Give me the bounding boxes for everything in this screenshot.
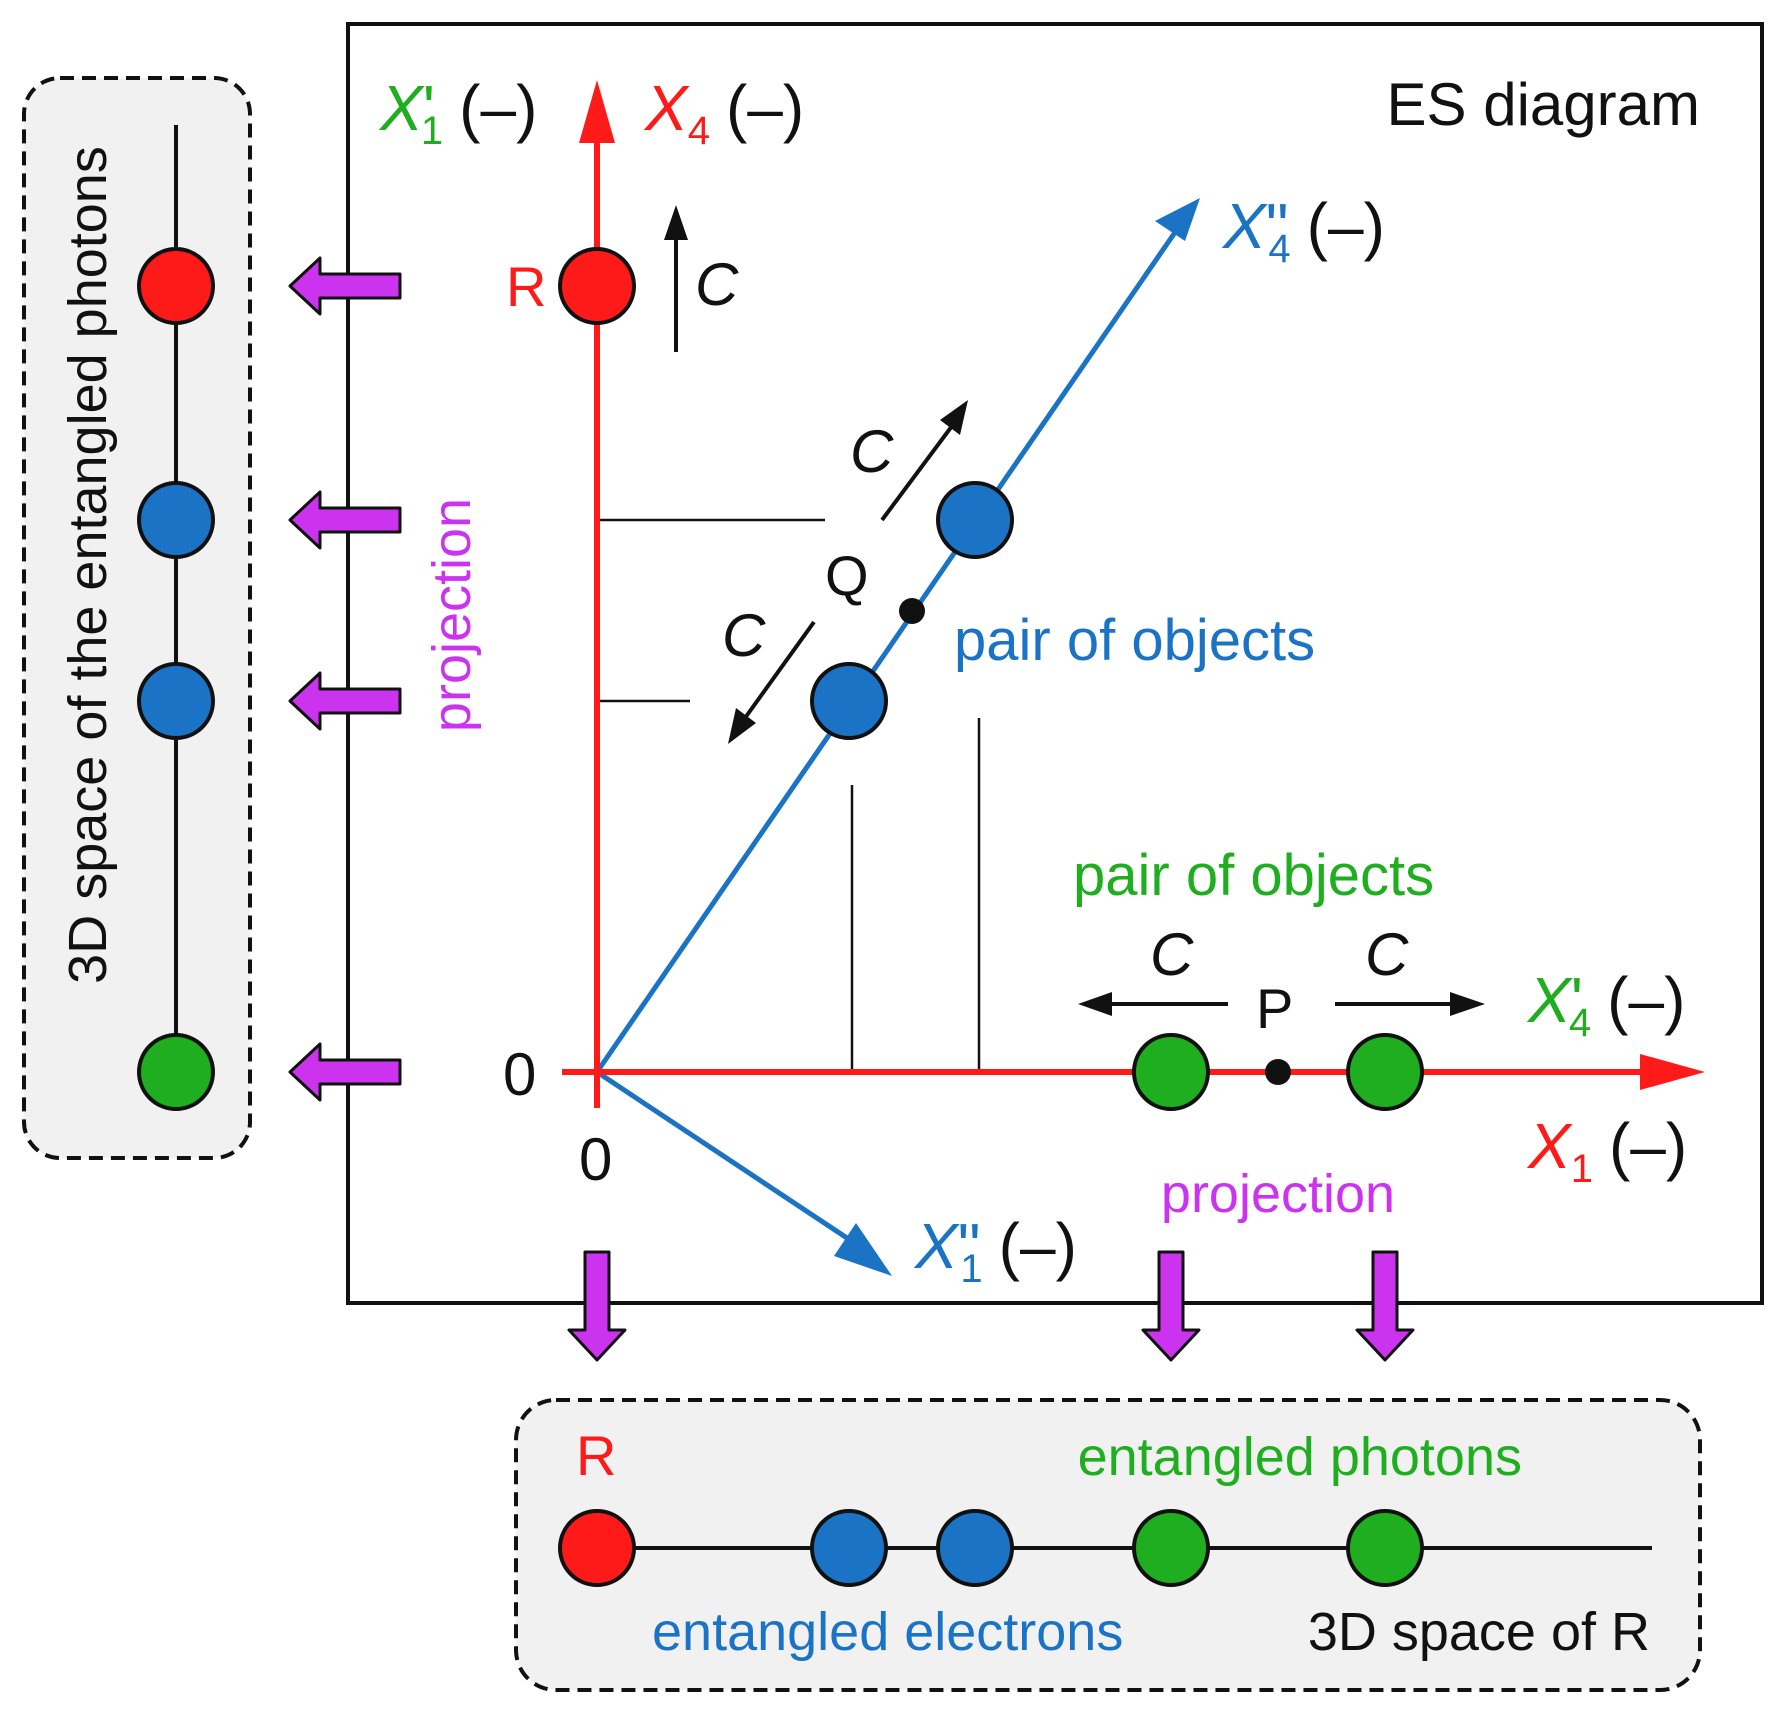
diagram-frame [346,22,1764,1305]
arrow-q-up-right [880,400,968,522]
projection-guides [600,518,981,1072]
label-c-q-lower: C [722,602,766,669]
point-q-dot [899,598,925,624]
axis-label-x1-double-prime: X"1(–) [913,1210,1077,1291]
bottom-panel-green-left-object [1132,1509,1210,1587]
object-green-right [1346,1033,1424,1111]
bottom-panel-blue-right-object [936,1509,1014,1587]
axis-label-x4-double-prime: X"4(–) [1221,190,1385,271]
left-panel-blue-lower-object [137,662,215,740]
object-r [558,247,636,325]
origin-label-y: 0 [503,1041,536,1108]
arrow-q-down-left [728,620,816,744]
label-c-q-upper: C [850,418,894,485]
object-blue-upper [936,481,1014,559]
bottom-panel-electrons-label: entangled electrons [652,1602,1123,1662]
left-panel-blue-upper-object [137,481,215,559]
arrow-p-left [1078,992,1228,1016]
axis-x4-double-prime [594,198,1200,1074]
axis-x4 [579,80,615,1108]
bottom-panel-green-right-object [1346,1509,1424,1587]
left-panel: 3D space of the entangled photons [22,76,252,1160]
label-c-p-left: C [1150,921,1194,988]
pair-label-green: pair of objects [1073,843,1434,908]
label-c-p-right: C [1365,921,1409,988]
pair-label-blue: pair of objects [954,608,1315,673]
bottom-panel-blue-left-object [810,1509,888,1587]
projection-label-vertical: projection [422,498,482,732]
point-p-dot [1265,1059,1291,1085]
arrow-p-right [1335,992,1485,1016]
axis-label-x4-prime: X'4(–) [1526,964,1685,1045]
left-panel-red-object [137,247,215,325]
projection-arrows-down [567,1250,1415,1362]
bottom-panel-photons-label: entangled photons [1078,1427,1522,1487]
axis-label-x1: X1(–) [1526,1110,1687,1191]
object-green-left [1132,1033,1210,1111]
purple-arrow-down-3 [1355,1250,1415,1362]
bottom-panel-space-label: 3D space of R [1308,1602,1650,1662]
axis-x1 [562,1054,1705,1090]
projection-arrows-left [288,256,402,1102]
purple-arrow-left-4 [288,1042,402,1102]
label-q: Q [825,544,869,607]
left-panel-label: 3D space of the entangled photons [58,146,118,984]
purple-arrow-left-1 [288,256,402,316]
origin-label-x: 0 [579,1126,612,1193]
purple-arrow-left-3 [288,671,402,731]
velocity-arrows [664,205,1485,1016]
purple-arrow-left-2 [288,490,402,550]
diagram-objects [558,247,1424,1111]
projection-label-horizontal: projection [1161,1164,1395,1224]
axis-x1-double-prime [595,1069,892,1276]
bottom-panel: R entangled photons entangled electrons … [514,1398,1702,1692]
left-panel-green-object [137,1033,215,1111]
purple-arrow-down-1 [567,1250,627,1362]
axis-label-x4: X4(–) [643,72,804,153]
purple-arrow-down-2 [1141,1250,1201,1362]
label-r: R [506,255,546,318]
diagram-title: ES diagram [1387,71,1700,138]
object-blue-lower [810,662,888,740]
arrow-r-up [664,205,688,352]
bottom-panel-r-label: R [576,1424,616,1487]
label-p: P [1256,977,1293,1040]
axis-label-x1-prime-top: X'1(–) [378,72,537,153]
label-c-r: C [695,251,739,318]
bottom-panel-red-object [558,1509,636,1587]
